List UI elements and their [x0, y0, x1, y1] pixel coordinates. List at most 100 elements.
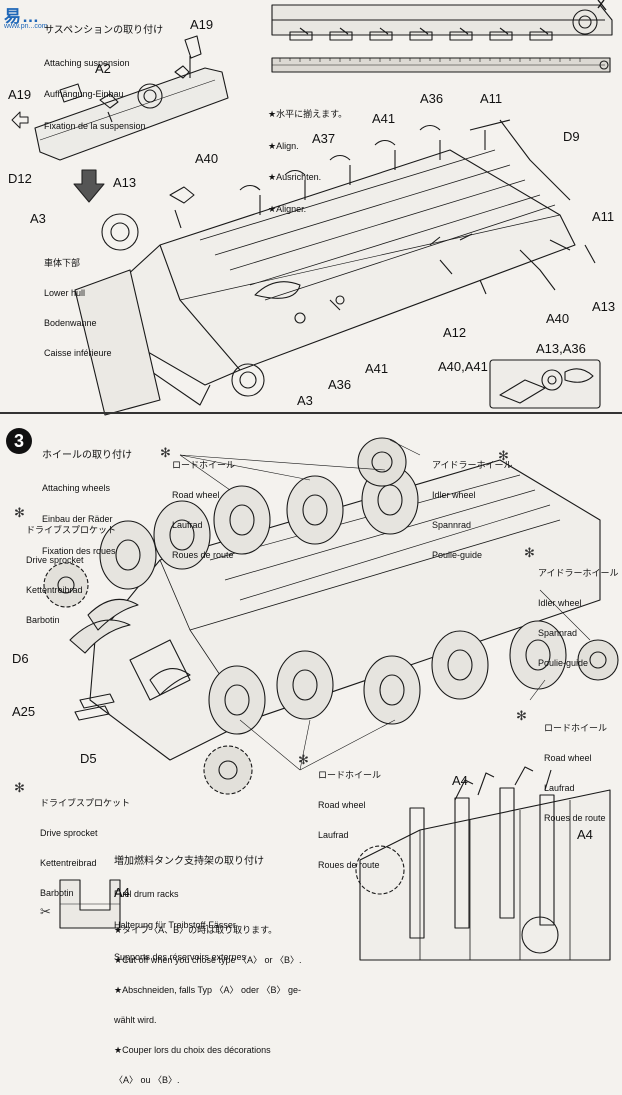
idler-right-de: Spannrad: [538, 628, 578, 638]
part-d12: D12: [8, 171, 32, 186]
cut-note-de-2: wählt wird.: [114, 1015, 157, 1025]
road-wheel-right-en: Road wheel: [544, 753, 592, 763]
idler-right-en: Idler wheel: [538, 598, 582, 608]
part-a40-top: A40: [195, 151, 219, 166]
part-a4-right-1: A4: [452, 773, 468, 788]
sprocket-left-jp: ドライブスプロケット: [26, 525, 117, 535]
cement-icon: ✻: [498, 448, 509, 463]
part-a37: A37: [312, 131, 336, 146]
part-a3-bottom: A3: [297, 393, 313, 408]
part-a4-left: A4: [114, 885, 130, 900]
sprocket-label-bottom: ドライブスプロケット Drive sprocket Kettentreibrad…: [40, 778, 130, 908]
part-a40-a41: A40,A41: [438, 359, 488, 374]
lower-hull-de: Bodenwanne: [44, 318, 97, 328]
step3-title: ホイールの取り付け Attaching wheels Einbau der Rä…: [42, 430, 132, 567]
step2-title-fr: Fixation de la suspension: [44, 120, 146, 131]
part-d9: D9: [563, 129, 580, 144]
sprocket-left-fr: Barbotin: [26, 615, 60, 625]
step2-title-de: Aufhängung-Einbau: [44, 89, 124, 99]
road-wheel-top-en: Road wheel: [172, 490, 220, 500]
section-divider: [0, 412, 622, 414]
watermark: 易… www.pn...com: [4, 2, 90, 32]
step3-title-de: Einbau der Räder: [42, 514, 113, 524]
step4-title-jp: 増加燃料タンク支持架の取り付け: [114, 856, 264, 867]
step2-title-en: Attaching suspension: [44, 57, 130, 68]
road-wheels: [99, 465, 567, 735]
sprocket-left-en: Drive sprocket: [26, 555, 84, 565]
sprocket-label-left: ドライブスプロケット Drive sprocket Kettentreibrad…: [26, 505, 116, 635]
step4-title-de: Halterung für Treibstoff-Fässer: [114, 920, 236, 930]
part-a25: A25: [12, 704, 36, 719]
assembly-arrow-icon: [73, 169, 105, 203]
idler-right-jp: アイドラーホイール: [538, 568, 619, 578]
road-wheel-label-top: ロードホイール Road wheel Laufrad Roues de rout…: [172, 440, 235, 570]
cement-icon: ✻: [160, 445, 171, 460]
align-note: ★水平に揃えます。 ★Align. ★Ausrichten. ★Aligner.: [268, 88, 347, 225]
step3-number: 3: [6, 428, 32, 454]
sprocket-bottom-en: Drive sprocket: [40, 828, 98, 838]
road-wheel-right-de: Laufrad: [544, 783, 575, 793]
idler-right-fr: Poulie-guide: [538, 658, 589, 668]
part-a13-right: A13: [592, 299, 616, 314]
cut-note: ★タイプ〈A、B〉の時は取り取ります。 ★Cut off when you ch…: [114, 905, 301, 1095]
idler-top-jp: アイドラーホイール: [432, 460, 513, 470]
idler-top-en: Idler wheel: [432, 490, 476, 500]
sprocket-bottom-de: Kettentreibrad: [40, 858, 97, 868]
assembly-drawing: [11, 0, 619, 961]
part-d6: D6: [12, 651, 29, 666]
step4-title-fr: Supports des réservoirs externes: [114, 951, 247, 962]
align-note-jp: ★水平に揃えます。: [268, 109, 348, 119]
sprocket-bottom-jp: ドライブスプロケット: [40, 798, 131, 808]
lower-hull-en: Lower hull: [44, 288, 86, 298]
sprocket-bottom-fr: Barbotin: [40, 888, 74, 898]
step4-title: 増加燃料タンク支持架の取り付け Fuel drum racks Halterun…: [114, 836, 264, 973]
idler-label-right: アイドラーホイール Idler wheel Spannrad Poulie-gu…: [538, 548, 619, 678]
align-note-en: ★Align.: [268, 140, 299, 151]
cut-icon: ✂: [40, 904, 51, 919]
road-wheel-bottom-en: Road wheel: [318, 800, 366, 810]
road-wheel-bottom-fr: Roues de route: [318, 860, 380, 870]
part-a12: A12: [443, 325, 467, 340]
cut-note-fr-2: 〈A〉 ou 〈B〉.: [114, 1075, 180, 1085]
lower-hull-jp: 車体下部: [44, 258, 81, 268]
road-wheel-label-bottom: ロードホイール Road wheel Laufrad Roues de rout…: [318, 750, 381, 880]
idler-top-fr: Poulie-guide: [432, 550, 483, 560]
cement-icon: ✻: [516, 708, 527, 723]
lower-hull-drawing: [74, 119, 596, 416]
cement-icon: ✻: [298, 752, 309, 767]
fuel-rack-drawing: [59, 766, 611, 961]
part-a11-top: A11: [480, 91, 503, 106]
part-d5: D5: [80, 751, 97, 766]
road-wheel-right-fr: Roues de route: [544, 813, 606, 823]
cut-note-de-1: ★Abschneiden, falls Typ 〈A〉 oder 〈B〉 ge-: [114, 985, 301, 995]
side-view-hull: [271, 0, 613, 73]
road-wheel-bottom-de: Laufrad: [318, 830, 349, 840]
road-wheel-top-fr: Roues de route: [172, 550, 234, 560]
cement-icon: ✻: [524, 545, 535, 560]
part-a3-left: A3: [30, 211, 46, 226]
align-note-fr: ★Aligner.: [268, 203, 307, 214]
road-wheel-label-right: ロードホイール Road wheel Laufrad Roues de rout…: [544, 703, 607, 833]
watermark-url: www.pn...com: [4, 23, 48, 30]
suspension-detail-inset: [489, 359, 601, 409]
part-a19-top: A19: [190, 17, 214, 32]
cut-note-fr-1: ★Couper lors du choix des décorations: [114, 1045, 271, 1055]
road-wheel-top-jp: ロードホイール: [172, 460, 236, 470]
part-a36-top: A36: [420, 91, 444, 106]
suspension-plate-drawing: [11, 35, 229, 161]
step3-title-fr: Fixation des roues: [42, 545, 116, 556]
part-a41-top: A41: [372, 111, 396, 126]
part-a13-left: A13: [113, 175, 137, 190]
cut-note-jp: ★タイプ〈A、B〉の時は取り取ります。: [114, 925, 278, 935]
road-wheel-top-de: Laufrad: [172, 520, 203, 530]
step4-title-en: Fuel drum racks: [114, 888, 179, 899]
step2-title-jp: サスペンションの取り付け: [44, 25, 164, 36]
cement-icon: ✻: [14, 780, 25, 795]
sprocket-left-de: Kettentreibrad: [26, 585, 83, 595]
lower-hull-label: 車体下部 Lower hull Bodenwanne Caisse inféri…: [44, 238, 112, 368]
step3-title-en: Attaching wheels: [42, 482, 111, 493]
step2-title: サスペンションの取り付け Attaching suspension Aufhän…: [44, 5, 163, 142]
part-a13-a36: A13,A36: [536, 341, 586, 356]
step3-title-jp: ホイールの取り付け: [42, 450, 132, 461]
watermark-logo: 易…: [4, 7, 40, 26]
